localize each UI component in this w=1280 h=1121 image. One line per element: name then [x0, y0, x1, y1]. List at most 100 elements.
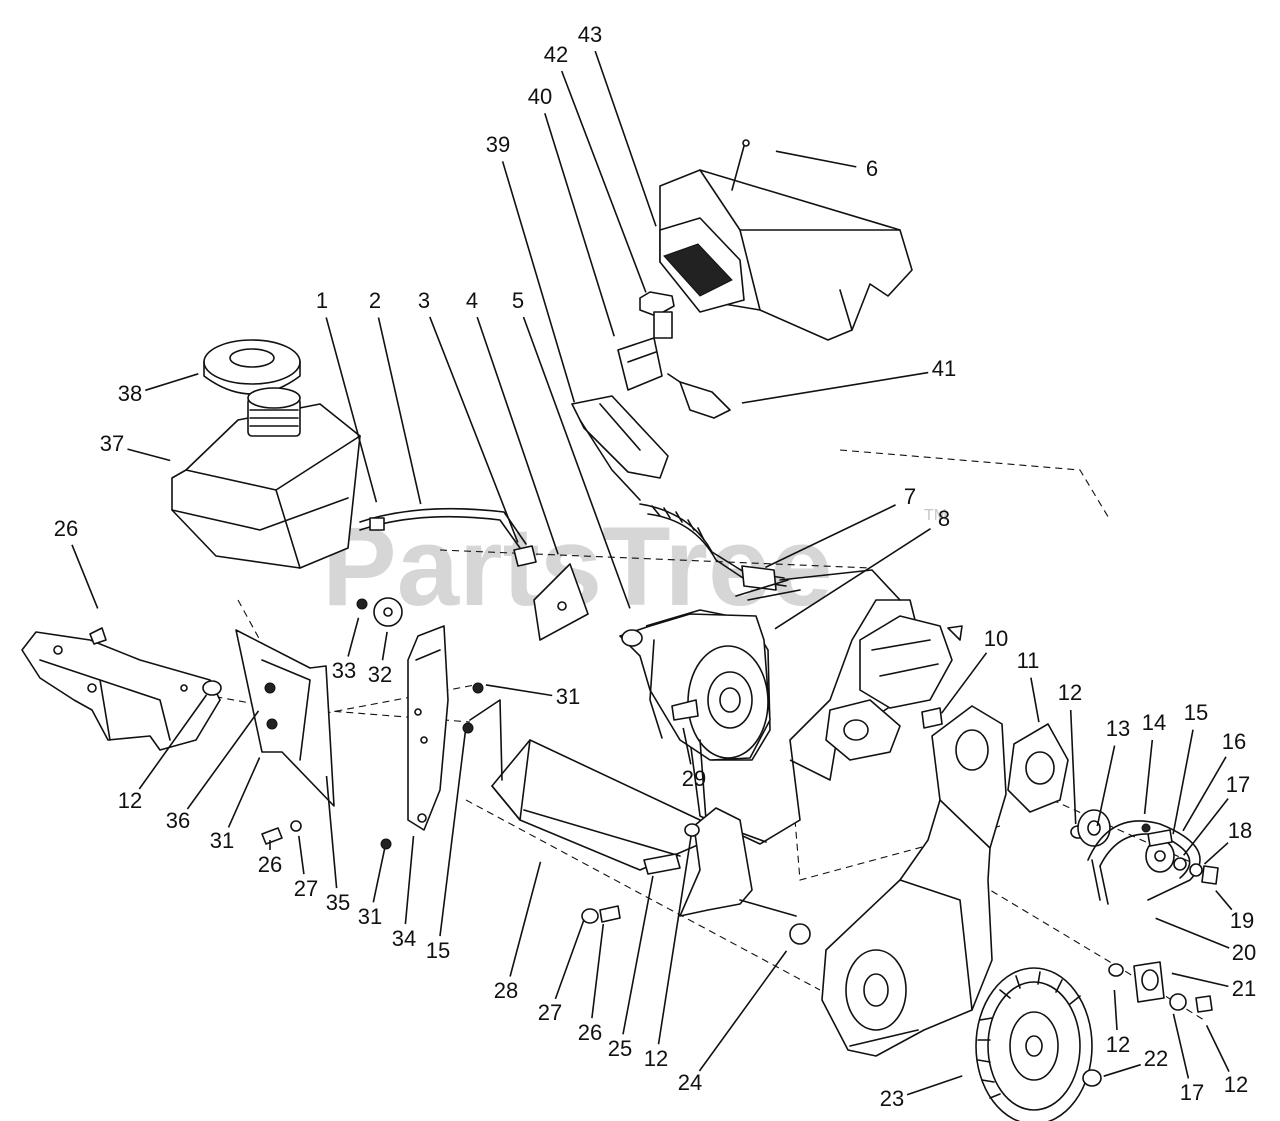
leader-19 — [1215, 890, 1233, 911]
leader-3 — [429, 316, 519, 543]
leader-24 — [698, 950, 788, 1072]
callout-4: 4 — [466, 288, 478, 313]
callout-5: 5 — [512, 288, 524, 313]
callout-8: 8 — [938, 506, 950, 531]
leader-39 — [501, 161, 576, 403]
fasteners — [921, 625, 963, 729]
leader-11 — [1030, 677, 1040, 723]
callout-12: 12 — [1106, 1032, 1130, 1057]
leader-12 — [138, 694, 208, 790]
callout-25: 25 — [608, 1036, 632, 1061]
callout-26: 26 — [54, 516, 78, 541]
leader-1 — [325, 317, 378, 503]
callout-33: 33 — [332, 658, 356, 683]
leader-26 — [591, 923, 605, 1019]
leader-31 — [485, 684, 553, 697]
center-brackets — [235, 625, 484, 850]
callout-15: 15 — [1184, 700, 1208, 725]
callout-42: 42 — [544, 42, 568, 67]
leader-43 — [594, 50, 657, 227]
callout-leaders — [71, 50, 1233, 1096]
callout-12: 12 — [118, 788, 142, 813]
callout-13: 13 — [1106, 716, 1130, 741]
engine — [619, 569, 953, 845]
leader-37 — [127, 448, 171, 462]
callout-23: 23 — [880, 1086, 904, 1111]
callout-10: 10 — [984, 626, 1008, 651]
callout-22: 22 — [1144, 1046, 1168, 1071]
callout-36: 36 — [166, 808, 190, 833]
callout-2: 2 — [369, 288, 381, 313]
callout-35: 35 — [326, 890, 350, 915]
leader-38 — [145, 373, 199, 392]
leader-2 — [377, 317, 422, 505]
callout-43: 43 — [578, 22, 602, 47]
bearing-flange — [1007, 723, 1111, 847]
leader-12 — [657, 835, 692, 1045]
wheel — [975, 967, 1102, 1121]
leader-18 — [1203, 842, 1229, 865]
callout-15: 15 — [426, 938, 450, 963]
leader-17 — [1172, 1013, 1190, 1079]
leader-21 — [1171, 972, 1229, 988]
callout-12: 12 — [1224, 1072, 1248, 1097]
leader-14 — [1143, 739, 1154, 815]
electrical-parts — [571, 291, 731, 501]
leader-12 — [1069, 709, 1077, 825]
leader-27 — [298, 835, 305, 875]
callout-12: 12 — [644, 1046, 668, 1071]
leader-23 — [906, 1075, 963, 1096]
callout-31: 31 — [210, 828, 234, 853]
leader-7 — [765, 504, 896, 569]
callout-11: 11 — [1017, 648, 1040, 673]
leader-15 — [439, 731, 467, 937]
leader-33 — [347, 617, 360, 657]
callout-26: 26 — [578, 1020, 602, 1045]
leader-6 — [775, 150, 857, 168]
right-side-frame — [821, 705, 1007, 1057]
callout-37: 37 — [100, 431, 124, 456]
leader-26 — [71, 544, 99, 609]
callout-32: 32 — [368, 662, 392, 687]
lower-channel-frame — [469, 699, 701, 924]
callout-34: 34 — [392, 926, 416, 951]
callout-1: 1 — [316, 288, 328, 313]
leader-42 — [560, 70, 647, 293]
callout-17: 17 — [1226, 772, 1250, 797]
callout-6: 6 — [866, 156, 878, 181]
leader-22 — [1103, 1063, 1141, 1077]
left-side-plate — [21, 627, 222, 751]
callout-7: 7 — [904, 484, 916, 509]
callout-24: 24 — [678, 1070, 702, 1095]
callout-40: 40 — [528, 84, 552, 109]
callout-17: 17 — [1180, 1080, 1204, 1105]
belt-pulley — [1087, 820, 1219, 905]
callout-12: 12 — [1058, 680, 1082, 705]
callout-29: 29 — [682, 766, 706, 791]
chute-assembly — [659, 139, 913, 341]
leader-27 — [554, 919, 585, 1000]
leader-4 — [476, 316, 559, 555]
leader-29 — [682, 727, 692, 765]
leader-28 — [509, 861, 542, 977]
fuel-line — [359, 507, 537, 567]
leader-41 — [741, 371, 929, 404]
leader-40 — [544, 113, 615, 337]
leader-31 — [372, 847, 386, 903]
callout-14: 14 — [1142, 710, 1166, 735]
gasket-plate — [356, 563, 589, 641]
leader-8 — [774, 528, 931, 630]
leader-35 — [325, 775, 338, 889]
primer-hose — [639, 503, 787, 591]
callout-21: 21 — [1232, 976, 1256, 1001]
callout-38: 38 — [118, 381, 142, 406]
leader-32 — [381, 631, 388, 661]
leader-13 — [1096, 745, 1116, 827]
gear-cover-plate — [679, 807, 811, 945]
callout-41: 41 — [932, 356, 956, 381]
callout-31: 31 — [556, 684, 580, 709]
callout-27: 27 — [538, 1000, 562, 1025]
leader-12 — [1205, 1025, 1230, 1072]
